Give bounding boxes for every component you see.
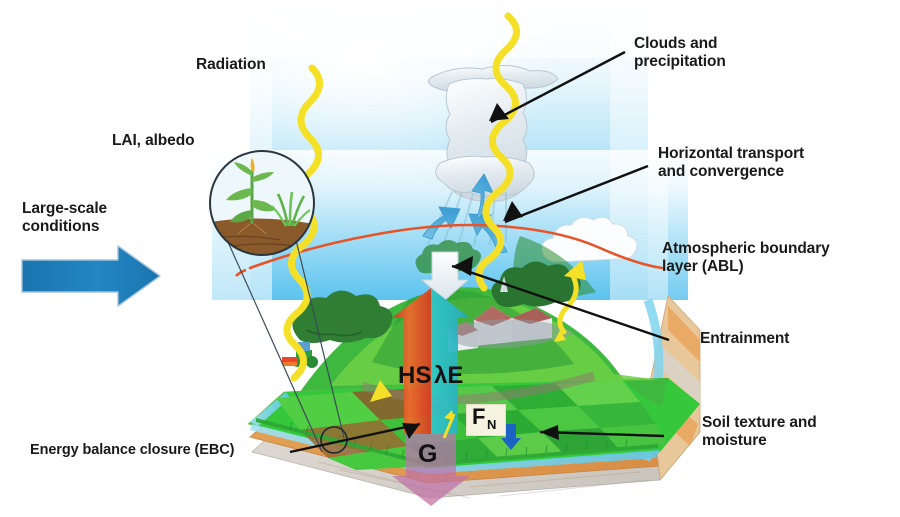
entrainment-leader-arrowhead [453, 256, 473, 276]
ebc-leader-arrowhead [402, 423, 420, 439]
grass-fringe [256, 418, 658, 466]
cumulus-cloud-icon [541, 216, 638, 263]
magnifier-circle-icon [209, 150, 348, 454]
label-horizontal-transport: Horizontal transport and convergence [658, 145, 805, 181]
label-lai-albedo: LAI, albedo [112, 132, 195, 149]
soil-leader-arrowhead [540, 425, 559, 440]
radiation-rays [283, 12, 520, 382]
leader-lines [289, 50, 670, 454]
grass-tuft-icon [271, 191, 311, 227]
maize-plant-icon [226, 158, 276, 235]
clouds-leader-arrowhead [489, 103, 509, 121]
label-radiation: Radiation [196, 56, 266, 73]
radiation-arrowhead-right [564, 260, 586, 280]
ground-heat-flux-arrow [392, 434, 470, 506]
net-flux-box [466, 404, 506, 436]
net-flux-arrow [501, 424, 521, 450]
radiation-arrowhead-lower [554, 330, 566, 342]
tree-cluster-right [491, 261, 581, 307]
radiation-arrowhead-left [370, 380, 392, 402]
small-yellow-arrowhead [444, 410, 454, 420]
label-abl: Atmospheric boundary layer (ABL) [662, 240, 830, 276]
flux-label-net-flux: F [472, 404, 486, 429]
large-scale-conditions-arrow [21, 245, 161, 307]
entrainment-arrow [421, 251, 469, 301]
label-clouds-precipitation: Clouds and precipitation [634, 35, 726, 71]
horizontal-leader-arrowhead [503, 201, 523, 221]
flux-label-sensible-heat: HS [398, 362, 432, 389]
flux-label-latent-heat: λE [434, 362, 464, 389]
sensible-heat-flux-arrow [392, 288, 431, 434]
label-energy-balance-closure: Energy balance closure (EBC) [30, 442, 235, 458]
latent-heat-flux-arrow [431, 288, 470, 434]
small-yellow-flux-ray [442, 413, 456, 439]
label-entrainment: Entrainment [700, 330, 790, 347]
flux-label-ground-heat: G [418, 440, 438, 468]
label-soil-texture-moisture: Soil texture and moisture [702, 414, 817, 450]
label-large-scale-conditions: Large-scale conditions [22, 200, 108, 236]
flux-label-net-flux-subscript: N [487, 417, 497, 432]
